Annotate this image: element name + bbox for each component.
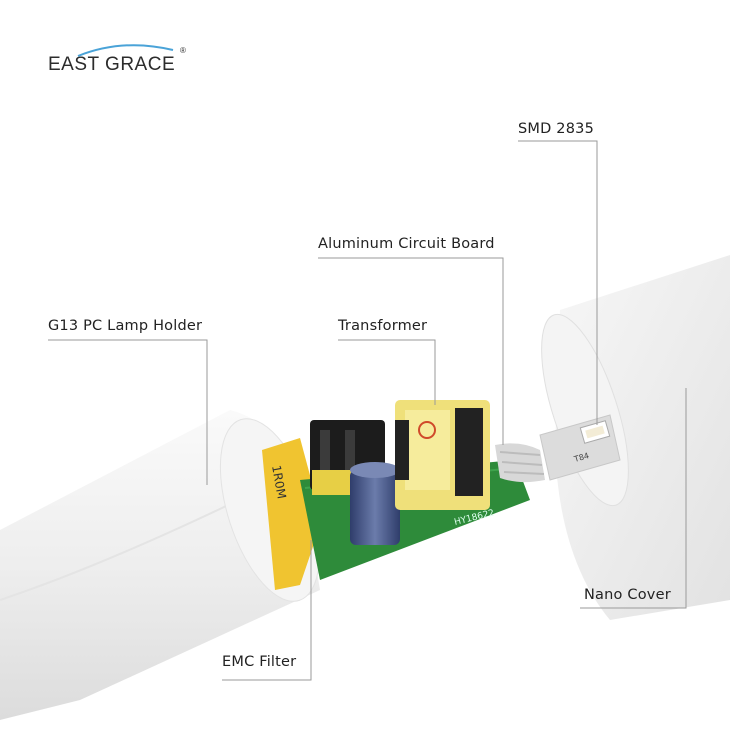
registered-mark: ® [180,46,186,55]
wire-bundle [495,443,545,483]
callout-nano-cover: Nano Cover [584,587,671,603]
callout-transformer: Transformer [338,318,428,334]
callout-emc-filter: EMC Filter [222,654,297,670]
svg-text:1R0M: 1R0M [269,464,289,500]
capacitor [350,462,400,545]
aluminum-led-strip: T84 [539,414,621,481]
svg-text:T84: T84 [572,451,590,464]
callout-smd-2835: SMD 2835 [518,121,594,137]
transformer-block [395,400,490,510]
callout-aluminum-circuit-board: Aluminum Circuit Board [318,236,495,252]
emc-end-cap: 1R0M [262,438,322,590]
brand-name: EAST GRACE [48,54,176,75]
logo-swoosh-icon [77,44,174,57]
leader-lines [48,140,687,681]
callout-g13-lamp-holder: G13 PC Lamp Holder [48,318,203,334]
brand-logo: EAST GRACE ® [48,44,198,84]
